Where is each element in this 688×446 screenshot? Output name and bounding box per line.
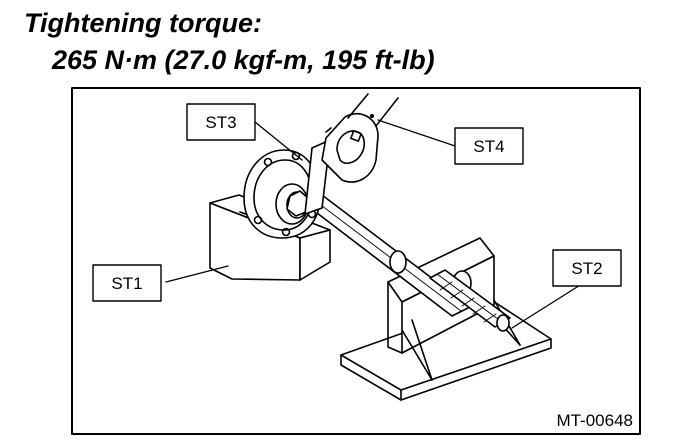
st3-flange bbox=[243, 149, 321, 239]
st1-label-box bbox=[92, 264, 162, 302]
st3-label: ST3 bbox=[205, 113, 236, 132]
figure-id: MT-00648 bbox=[556, 411, 633, 430]
st4-label-box bbox=[454, 127, 524, 165]
st2-label: ST2 bbox=[571, 259, 602, 278]
st4-label: ST4 bbox=[473, 137, 504, 156]
st2-holder bbox=[340, 237, 552, 401]
st2-label-box bbox=[552, 249, 622, 287]
figure-frame bbox=[71, 87, 641, 435]
torque-value: 265 N·m (27.0 kgf-m, 195 ft-lb) bbox=[52, 45, 435, 75]
st1-label: ST1 bbox=[111, 274, 142, 293]
leader-lines bbox=[165, 119, 586, 329]
torque-heading: Tightening torque: bbox=[24, 8, 262, 38]
st4-wrench bbox=[304, 93, 399, 215]
st3-label-box bbox=[186, 103, 256, 141]
drive-shaft bbox=[299, 191, 511, 332]
